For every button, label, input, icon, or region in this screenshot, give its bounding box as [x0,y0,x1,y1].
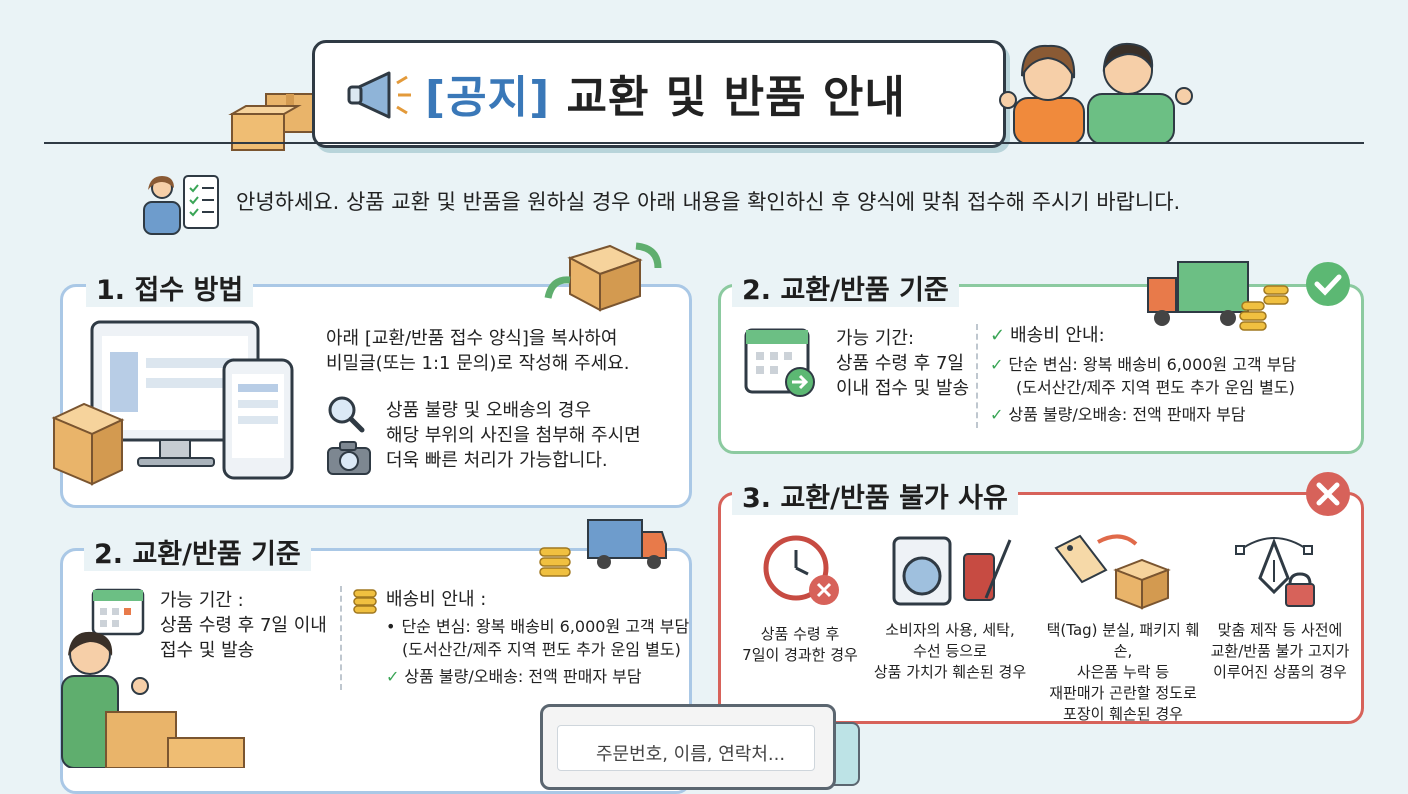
pen-tool-lock-icon [1235,537,1315,607]
page-title: [공지] 교환 및 반품 안내 [425,61,906,125]
section2-left-title: 2. 교환/반품 기준 [84,532,311,571]
shipping-item-1-note: (도서산간/제주 지역 편도 추가 운임 별도) [1016,378,1295,397]
section2-right-title: 2. 교환/반품 기준 [732,268,959,307]
period-right: 가능 기간: 상품 수령 후 7일 이내 접수 및 발송 [836,326,969,401]
title-banner: [공지] 교환 및 반품 안내 [312,40,1006,148]
shipping-info-right: ✓배송비 안내: ✓단순 변심: 왕복 배송비 6,000원 고객 부담 (도서… [990,324,1296,426]
computer-mobile-illustration [51,320,294,486]
reason-3-line-2: 사은품 누락 등 [1076,663,1170,681]
staff-with-boxes-illustration [61,631,245,768]
box-return-icon [544,242,662,312]
reason-2-line-2: 수선 등으로 [913,642,987,660]
delivery-truck-icon [1147,261,1289,331]
shipping-item-1-note: (도서산간/제주 지역 편도 추가 운임 별도) [402,640,681,659]
calendar-icon [91,588,145,636]
reason-1-line-2: 7일이 경과한 경우 [742,646,858,664]
shipping-info-left: 배송비 안내 : • 단순 변심: 왕복 배송비 6,000원 고객 부담 (도서… [386,588,689,688]
reason-3-line-1: 택(Tag) 분실, 패키지 훼손, [1046,621,1200,660]
tag-box-icon [1054,534,1171,610]
order-info-input[interactable]: 주문번호, 이름, 연락처... [557,725,815,771]
reason-4-line-1: 맞춤 제작 등 사전에 [1217,621,1343,639]
reason-4-line-2: 교환/반품 불가 고지가 [1210,642,1350,660]
check-icon: ✓ [990,325,1006,346]
clipboard-person-icon [143,175,219,235]
reason-item-1: 상품 수령 후 7일이 경과한 경우 [730,624,870,666]
shipping-item-2: 상품 불량/오배송: 전액 판매자 부담 [1008,405,1246,424]
reason-item-3: 택(Tag) 분실, 패키지 훼손, 사은품 누락 등 재판매가 곤란할 정도로… [1038,620,1208,725]
reason-3-line-4: 포장이 훼손된 경우 [1063,705,1183,723]
reason-item-2: 소비자의 사용, 세탁, 수선 등으로 상품 가치가 훼손된 경우 [862,620,1038,683]
instruction-line-2: 비밀글(또는 1:1 문의)로 작성해 주세요. [326,353,630,374]
period-line-1: 상품 수령 후 7일 [836,353,964,374]
section-non-returnable [718,492,1364,724]
staff-illustration [999,42,1193,144]
period-left: 가능 기간 : 상품 수령 후 7일 이내 접수 및 발송 [160,588,327,663]
period-line-2: 이내 접수 및 발송 [836,378,970,399]
x-circle-icon [1306,472,1350,516]
receipt-instructions: 아래 [교환/반품 접수 양식]을 복사하여 비밀글(또는 1:1 문의)로 작… [326,326,629,376]
title-prefix: [공지] [425,72,551,123]
shipping-title: 배송비 안내 : [386,589,487,610]
check-circle-icon [1306,262,1350,306]
reason-4-line-3: 이루어진 상품의 경우 [1213,663,1347,681]
period-label: 가능 기간 : [160,590,244,611]
order-info-placeholder: 주문번호, 이름, 연락처... [596,744,786,765]
period-label: 가능 기간: [836,328,915,349]
photo-line-1: 상품 불량 및 오배송의 경우 [386,400,592,421]
bullet-icon: • [386,617,396,636]
photo-guidance: 상품 불량 및 오배송의 경우 해당 부위의 사진을 첨부해 주시면 더욱 빠른… [386,398,641,473]
box-stack-illustration [228,93,315,151]
check-icon: ✓ [386,667,400,686]
magnifier-icon [328,396,365,433]
form-panel: 주문번호, 이름, 연락처... [540,704,836,790]
period-line-1: 상품 수령 후 7일 이내 [160,615,327,636]
check-icon: ✓ [990,355,1004,374]
intro-text: 안녕하세요. 상품 교환 및 반품을 원하실 경우 아래 내용을 확인하신 후 … [236,190,1181,214]
photo-line-2: 해당 부위의 사진을 첨부해 주시면 [386,425,641,446]
vertical-divider [976,324,978,428]
title-main: 교환 및 반품 안내 [566,72,906,123]
camera-icon [327,441,371,475]
section1-title: 1. 접수 방법 [86,268,254,307]
reason-2-line-1: 소비자의 사용, 세탁, [885,621,1015,639]
truck-coins-icon [539,519,667,577]
instruction-line-1: 아래 [교환/반품 접수 양식]을 복사하여 [326,328,618,349]
photo-line-3: 더욱 빠른 처리가 가능합니다. [386,450,608,471]
section3-title: 3. 교환/반품 불가 사유 [732,476,1018,515]
reason-3-line-3: 재판매가 곤란할 정도로 [1049,684,1197,702]
shipping-item-1: 단순 변심: 왕복 배송비 6,000원 고객 부담 [401,617,690,636]
reason-1-line-1: 상품 수령 후 [760,625,840,643]
period-line-2: 접수 및 발송 [160,640,255,661]
check-icon: ✓ [990,405,1004,424]
shipping-item-1: 단순 변심: 왕복 배송비 6,000원 고객 부담 [1008,355,1297,374]
calendar-arrow-icon [744,328,815,397]
reason-item-4: 맞춤 제작 등 사전에 교환/반품 불가 고지가 이루어진 상품의 경우 [1200,620,1360,683]
coins-icon [353,589,377,614]
washing-machine-thread-icon [892,536,1012,606]
header-divider [44,142,1364,144]
shipping-title: 배송비 안내: [1010,325,1105,346]
shipping-item-2: 상품 불량/오배송: 전액 판매자 부담 [404,667,642,686]
megaphone-icon [347,71,411,119]
reason-2-line-3: 상품 가치가 훼손된 경우 [873,663,1027,681]
vertical-divider [340,586,342,690]
clock-expired-icon [763,535,839,605]
